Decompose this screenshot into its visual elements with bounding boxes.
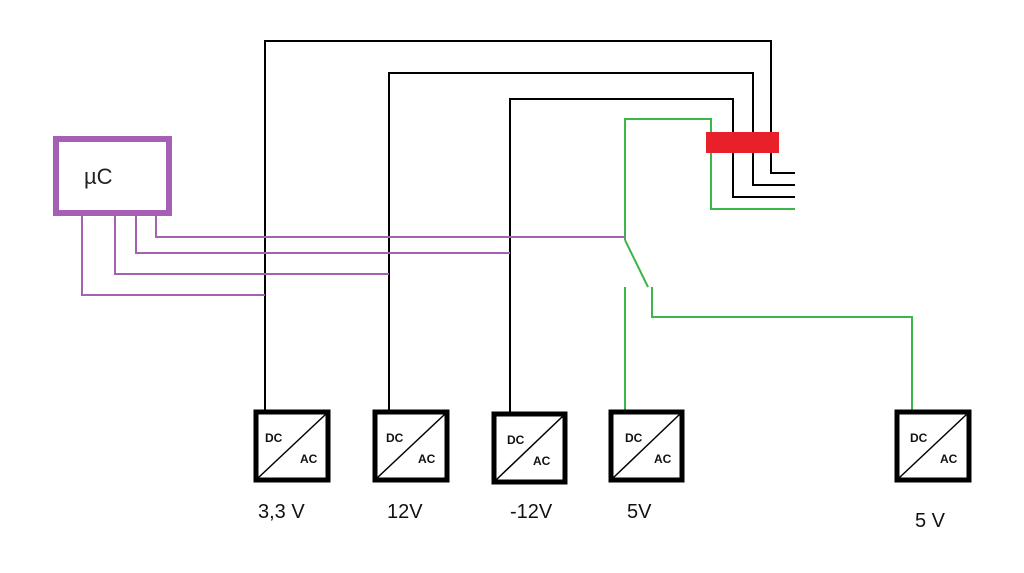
- microcontroller-box: [53, 136, 172, 216]
- converter-output-label: AC: [654, 452, 672, 466]
- converter-output-label: AC: [533, 454, 551, 468]
- microcontroller: µC: [53, 136, 172, 216]
- converter-input-label: DC: [265, 431, 283, 445]
- converter-output-label: AC: [940, 452, 958, 466]
- power-lines: [264, 40, 795, 412]
- standby-line-5v: [651, 287, 913, 412]
- converter-diagonal: [898, 413, 968, 479]
- converter-diagonal: [612, 413, 681, 479]
- converter-12v: DC AC 12V: [372, 409, 450, 523]
- power-line-neg12v: [509, 98, 795, 412]
- converter-neg12v: DC AC -12V: [491, 411, 568, 523]
- converter-3v3: DC AC 3,3 V: [253, 409, 331, 523]
- power-line-3v3: [264, 40, 795, 412]
- voltage-label: 12V: [387, 501, 423, 523]
- converter-diagonal: [376, 413, 446, 479]
- voltage-label: 5 V: [915, 510, 946, 532]
- voltage-label: -12V: [510, 501, 553, 523]
- control-line-12v: [114, 215, 389, 275]
- switched-line-to-connector: [624, 118, 795, 240]
- switch-blade: [624, 239, 649, 288]
- converter-input-label: DC: [507, 433, 525, 447]
- converter-5v-standby: DC AC 5 V: [894, 409, 972, 532]
- microcontroller-label: µC: [84, 164, 113, 189]
- voltage-label: 3,3 V: [258, 501, 305, 523]
- converter-5v: DC AC 5V: [608, 409, 685, 523]
- control-lines: [81, 215, 625, 296]
- converter-diagonal: [495, 415, 564, 481]
- converter-input-label: DC: [386, 431, 404, 445]
- converter-diagonal: [257, 413, 327, 479]
- connector-block: [706, 132, 779, 153]
- converter-input-label: DC: [625, 431, 643, 445]
- switched-lines: [624, 118, 913, 412]
- converter-output-label: AC: [418, 452, 436, 466]
- control-line-neg12v: [135, 215, 510, 254]
- voltage-label: 5V: [627, 501, 652, 523]
- converter-output-label: AC: [300, 452, 318, 466]
- control-line-switch: [155, 215, 625, 238]
- control-line-3v3: [81, 215, 265, 296]
- power-line-12v: [388, 72, 795, 412]
- converter-input-label: DC: [910, 431, 928, 445]
